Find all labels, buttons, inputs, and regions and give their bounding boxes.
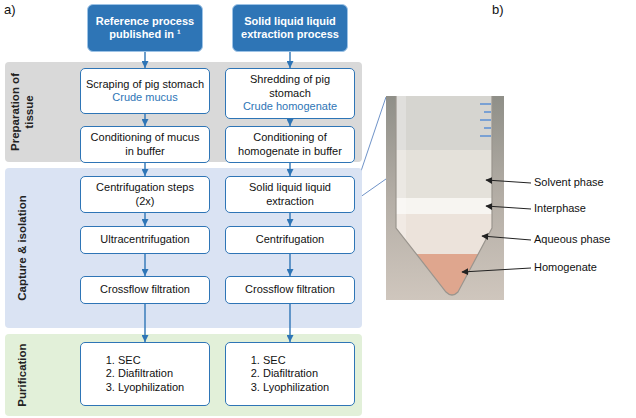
- step-list: 1. SEC2. Diafiltration3. Lyophilization: [251, 354, 329, 394]
- flow-arrow: [144, 114, 145, 126]
- process-box: Conditioning of mucus in buffer: [80, 126, 210, 163]
- box-text: Conditioning of mucus in buffer: [86, 131, 204, 158]
- box-text: 2. Diafiltration: [251, 367, 329, 380]
- zoom-line: [356, 97, 503, 200]
- stage-band: Purification1. SEC2. Diafiltration3. Lyo…: [5, 334, 362, 416]
- flow-arrow: [144, 52, 145, 68]
- header-text: Solid liquid liquid extraction process: [238, 15, 342, 42]
- process-box: Ultracentrifugation: [80, 226, 210, 254]
- leader-arrow: [486, 180, 531, 183]
- process-box: Centrifugation steps (2x): [80, 176, 210, 213]
- phase-label: Homogenate: [534, 261, 597, 274]
- leader-arrow: [486, 206, 531, 209]
- process-box: Scraping of pig stomachCrude mucus: [80, 68, 210, 114]
- box-text: 1. SEC: [106, 354, 184, 367]
- phase-label: Interphase: [534, 202, 586, 215]
- phase-label: Aqueous phase: [534, 233, 610, 246]
- flow-arrow: [289, 52, 290, 68]
- box-text: 3. Lyophilization: [251, 381, 329, 394]
- box-text: Shredding of pig stomach: [231, 73, 349, 100]
- process-box: Centrifugation: [225, 226, 355, 254]
- box-text: Ultracentrifugation: [100, 233, 189, 246]
- box-text: Crossflow filtration: [100, 283, 190, 296]
- flow-arrow: [144, 213, 145, 226]
- band-label: Capture & isolation: [16, 171, 30, 325]
- header-text: Reference process published in ¹: [93, 15, 197, 42]
- box-text: Centrifugation: [256, 233, 325, 246]
- flow-arrow: [289, 304, 290, 342]
- column-header: Reference process published in ¹: [87, 4, 203, 52]
- box-text: Scraping of pig stomach: [86, 78, 204, 91]
- box-text: Crossflow filtration: [245, 283, 335, 296]
- stage-band: Capture & isolation Centrifugation steps …: [5, 168, 362, 328]
- stage-band: Preparation of tissue Scraping of pig sto…: [5, 62, 362, 162]
- process-box: Solid liquid liquid extraction: [225, 176, 355, 213]
- process-box: Crossflow filtration: [80, 276, 210, 304]
- box-text: Conditioning of homogenate in buffer: [231, 131, 349, 158]
- graduation-marks: [480, 104, 491, 136]
- box-text: Centrifugation steps (2x): [86, 181, 204, 208]
- panel-letter: b): [492, 2, 504, 18]
- tube: [390, 96, 500, 304]
- flow-arrow: [289, 119, 290, 126]
- leader-arrow: [482, 236, 531, 240]
- material-label: Crude homogenate: [243, 100, 337, 113]
- leader-arrow: [462, 268, 531, 272]
- panel-letter: a): [4, 2, 16, 18]
- column-header: Solid liquid liquid extraction process: [232, 4, 348, 52]
- phase-label: Solvent phase: [534, 176, 604, 189]
- process-box: Conditioning of homogenate in buffer: [225, 126, 355, 163]
- box-text: 1. SEC: [251, 354, 329, 367]
- step-list: 1. SEC2. Diafiltration3. Lyophilization: [106, 354, 184, 394]
- box-text: 2. Diafiltration: [106, 367, 184, 380]
- box-text: Solid liquid liquid extraction: [231, 181, 349, 208]
- flow-arrow: [289, 213, 290, 226]
- band-label: Purification: [16, 337, 30, 413]
- flow-arrow: [144, 163, 145, 176]
- flow-arrow: [289, 163, 290, 176]
- band-label: Preparation of tissue: [9, 65, 37, 159]
- process-box: 1. SEC2. Diafiltration3. Lyophilization: [225, 342, 355, 406]
- flow-arrow: [144, 254, 145, 276]
- process-box: 1. SEC2. Diafiltration3. Lyophilization: [80, 342, 210, 406]
- process-box: Crossflow filtration: [225, 276, 355, 304]
- flow-arrow: [289, 254, 290, 276]
- material-label: Crude mucus: [112, 91, 177, 104]
- box-text: 3. Lyophilization: [106, 381, 184, 394]
- flow-arrow: [144, 304, 145, 342]
- process-box: Shredding of pig stomachCrude homogenate: [225, 68, 355, 119]
